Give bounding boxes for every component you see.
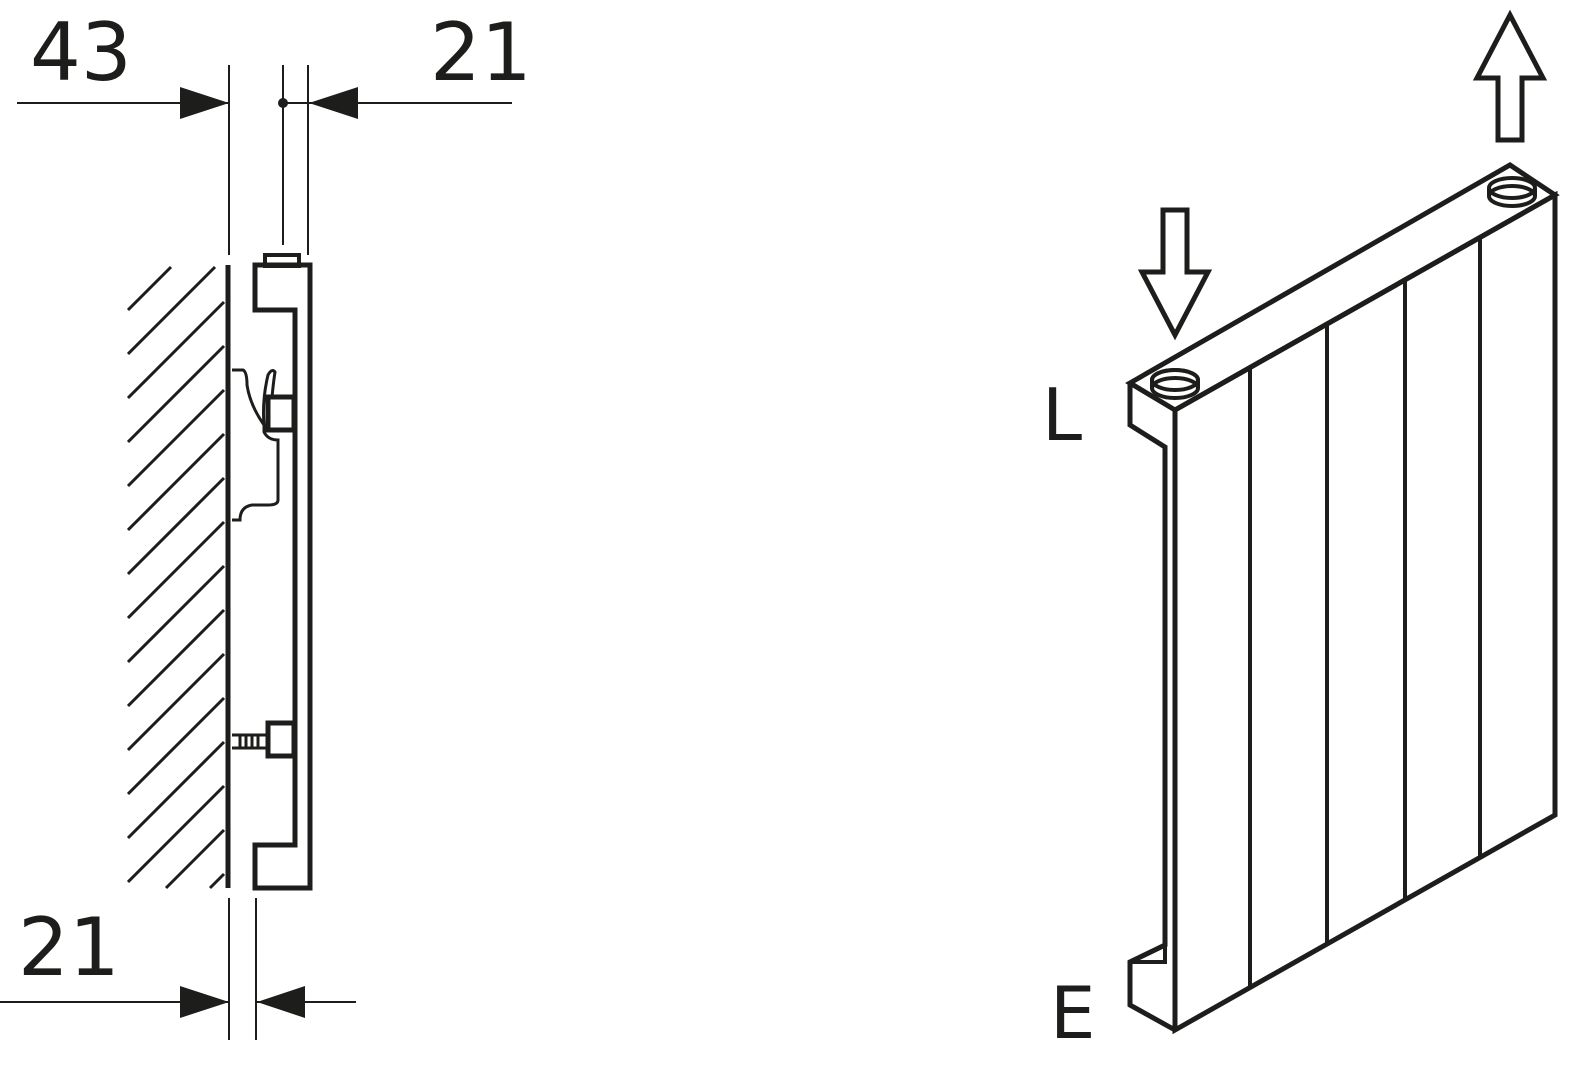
- hatch-line: [126, 432, 226, 532]
- hatch-line: [164, 828, 226, 890]
- outlet-arrow-icon: [1472, 9, 1548, 143]
- panel-columns: [1248, 237, 1482, 988]
- hatch-line: [126, 608, 226, 708]
- dim-21-bottom: 21: [18, 901, 120, 994]
- hatch-line: [208, 872, 226, 890]
- dim-depth-43: 43: [30, 6, 132, 99]
- hatch-line: [126, 476, 226, 576]
- radiator-profile: [252, 262, 313, 891]
- dim-21-top: 21: [430, 6, 532, 99]
- wall-hatching: [126, 265, 226, 890]
- dim-arrow: [180, 986, 229, 1018]
- inlet-connector: [1150, 368, 1200, 400]
- inlet-label: L: [1042, 373, 1082, 457]
- hatch-line: [126, 265, 217, 356]
- upper-bracket-block: [265, 394, 297, 433]
- hatch-line: [126, 344, 226, 444]
- outlet-label: E: [1050, 971, 1096, 1055]
- top-cap: [263, 253, 301, 268]
- side-view: 43 21 21: [0, 6, 532, 1040]
- hatch-line: [126, 652, 226, 752]
- dim-dot: [278, 98, 288, 108]
- perspective-view: L E: [1042, 9, 1560, 1055]
- outlet-connector: [1487, 176, 1537, 208]
- wall-bracket: [232, 368, 280, 522]
- hatch-line: [126, 265, 173, 312]
- side-notch: [1130, 945, 1167, 964]
- inlet-arrow-icon: [1137, 207, 1213, 341]
- dim-arrow: [309, 87, 358, 119]
- dim-arrow: [180, 87, 229, 119]
- lower-wall-bracket: [232, 733, 268, 750]
- dim-arrow: [257, 986, 305, 1018]
- hatch-line: [126, 696, 226, 796]
- hatch-line: [126, 300, 226, 400]
- hatch-line: [126, 784, 226, 884]
- radiator-top: [1125, 162, 1560, 413]
- radiator-side: [1127, 383, 1177, 1033]
- hatch-line: [126, 520, 226, 620]
- hatch-line: [126, 388, 226, 488]
- hatch-line: [126, 740, 226, 840]
- hatch-line: [126, 564, 226, 664]
- radiator-front: [1172, 190, 1558, 1035]
- lower-bracket-block: [265, 720, 297, 759]
